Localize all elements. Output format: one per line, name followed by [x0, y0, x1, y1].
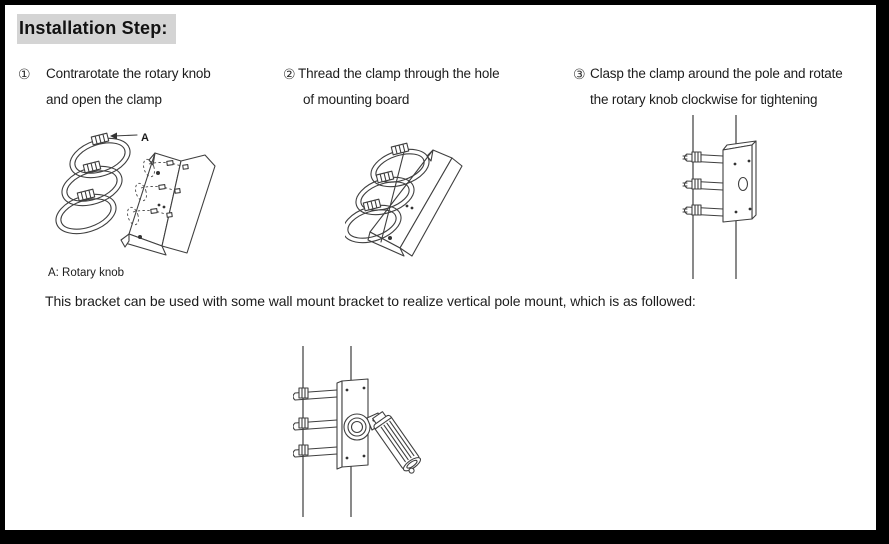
strap-3: [292, 444, 338, 458]
rotary-knob-icon: [390, 142, 410, 156]
open-clamps-drawing: A: [55, 132, 216, 256]
hose-clamp-1: [69, 132, 131, 179]
rotary-knob-icon: [76, 188, 96, 202]
hose-clamp-3: [342, 198, 402, 244]
figure-clamps-threaded-through-board: [342, 122, 505, 274]
step-3-line-1: Clasp the clamp around the pole and rota…: [590, 66, 843, 81]
pole-camera-drawing: [292, 346, 422, 517]
strap-3: [682, 204, 724, 217]
bullet-camera: [372, 411, 422, 474]
mounting-board: [120, 152, 216, 256]
figure-open-clamps-and-board: A: [45, 120, 245, 270]
rotary-knob-label: A: [141, 132, 149, 144]
figure-bracket-clamped-on-pole: [680, 112, 765, 282]
rotary-knob-icon: [82, 160, 102, 174]
step-1-line-2: and open the clamp: [46, 92, 162, 107]
clamp-straps: [682, 151, 724, 217]
strap-1: [682, 151, 724, 164]
strap-2: [292, 417, 338, 431]
step-2-number: ②: [283, 66, 296, 82]
strap-1: [292, 387, 338, 401]
hose-clamp-2: [355, 170, 415, 216]
board-slots: [150, 160, 189, 218]
clamp-band-rod: [380, 147, 406, 243]
hose-clamp-2: [61, 160, 123, 207]
section-title: Installation Step:: [17, 14, 176, 44]
clamp-straps: [292, 387, 338, 458]
step-3-text: Clasp the clamp around the pole and rota…: [590, 61, 843, 113]
step-2-text: Thread the clamp through the hole of mou…: [298, 61, 500, 113]
step-3-number: ③: [573, 66, 586, 82]
hose-clamp-3: [55, 188, 117, 235]
rotary-knob-icon: [362, 198, 382, 212]
step-1-line-1: Contrarotate the rotary knob: [46, 66, 211, 81]
figure-caption: A: Rotary knob: [48, 267, 125, 279]
step-3-line-2: the rotary knob clockwise for tightening: [590, 92, 818, 107]
arrow-a-icon: [110, 132, 138, 140]
rotary-knob-icon: [90, 132, 110, 146]
figure-vertical-pole-mount-camera: [292, 341, 433, 519]
step-1-text: Contrarotate the rotary knob and open th…: [46, 61, 211, 113]
pole-clamped-drawing: [682, 115, 757, 279]
step-2-line-2: of mounting board: [303, 92, 410, 107]
mounting-board: [722, 140, 757, 223]
rotary-knob-icon: [375, 170, 395, 184]
note-text: This bracket can be used with some wall …: [45, 293, 696, 309]
strap-2: [682, 178, 724, 191]
mounting-board: [367, 149, 463, 257]
step-1-number: ①: [18, 66, 31, 82]
step-2-line-1: Thread the clamp through the hole: [298, 66, 500, 81]
threaded-clamps-drawing: [342, 142, 463, 257]
manual-page: Installation Step: ① Contrarotate the ro…: [5, 5, 876, 530]
